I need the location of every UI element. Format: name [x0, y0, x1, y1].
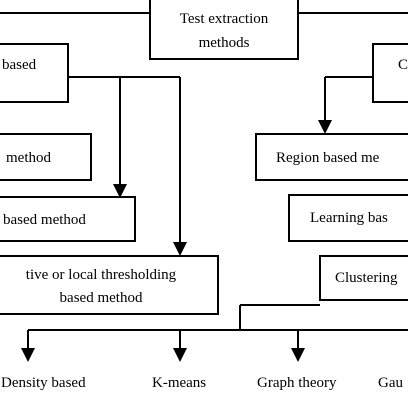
root-box: [149, 0, 299, 60]
left-header-node: based: [0, 43, 69, 103]
arrowhead-type-2: [173, 348, 187, 362]
connectors: [0, 12, 408, 350]
right-method-a-box: [255, 133, 408, 181]
clustering-type-gau: Gau: [378, 375, 403, 391]
right-method-b-box: [288, 194, 408, 242]
root-title-line1: Test extraction: [180, 11, 269, 27]
right-method-b-node: Learning bas: [288, 194, 408, 242]
left-method-c-box: [0, 255, 219, 315]
left-method-c-node: tive or local thresholding based method: [0, 255, 219, 315]
left-method-c-line2: based method: [60, 290, 143, 306]
right-method-b-label: Learning bas: [310, 210, 388, 226]
left-method-b-label: based method: [3, 212, 86, 228]
right-method-a-node: Region based me: [255, 133, 408, 181]
clustering-type-kmeans: K-means: [152, 375, 206, 391]
arrowheads: [21, 120, 332, 362]
right-header-label: C: [398, 57, 408, 73]
root-node: Test extraction methods: [149, 0, 299, 60]
arrowhead-type-3: [291, 348, 305, 362]
arrowhead-left-b: [113, 184, 127, 198]
right-method-c-label: Clustering: [335, 270, 398, 286]
arrowhead-type-1: [21, 348, 35, 362]
left-method-a-label: method: [6, 150, 51, 166]
left-header-label: based: [2, 57, 37, 73]
root-title-line2: methods: [199, 35, 250, 51]
left-header-box: [0, 43, 69, 103]
right-method-c-box: [319, 255, 408, 301]
clustering-type-graph: Graph theory: [257, 375, 337, 391]
arrowhead-right-a: [318, 120, 332, 134]
right-header-box: [372, 43, 408, 103]
right-header-node: C: [372, 43, 408, 103]
left-method-b-node: based method: [0, 196, 136, 242]
left-method-b-box: [0, 196, 136, 242]
right-method-a-label: Region based me: [276, 150, 380, 166]
left-method-a-box: [0, 133, 92, 181]
arrowhead-left-c: [173, 242, 187, 256]
clustering-type-density: Density based: [1, 375, 86, 391]
left-method-c-line1: tive or local thresholding: [26, 267, 177, 283]
clustering-types: Density based K-means Graph theory Gau: [1, 375, 403, 391]
right-method-c-node: Clustering: [319, 255, 408, 301]
left-method-a-node: method: [0, 133, 92, 181]
